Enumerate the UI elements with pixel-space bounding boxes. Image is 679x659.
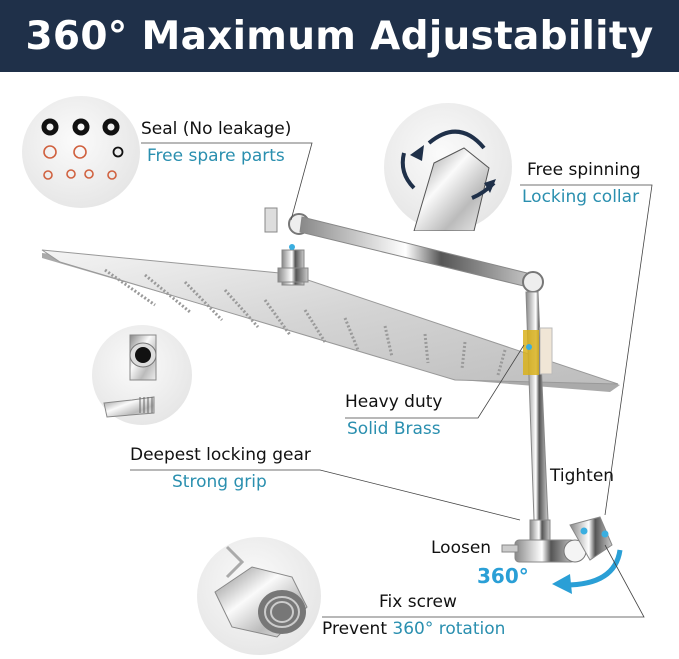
collar-callout-title: Free spinning (527, 160, 641, 180)
brass-callout-title: Heavy duty (345, 392, 443, 412)
locking-gear-image (92, 325, 192, 425)
title-banner: 360° Maximum Adjustability (0, 0, 679, 72)
locking-gear-icon (103, 334, 157, 418)
screw-callout-highlight: 360° rotation (392, 619, 506, 639)
screw-callout-subtitle: Prevent 360° rotation (322, 621, 505, 638)
threaded-nut-image (197, 537, 321, 655)
o-ring-seals-icon (41, 118, 124, 180)
gear-callout-title: Deepest locking gear (130, 445, 311, 465)
locking-collar-image (384, 103, 512, 232)
tighten-label: Tighten (550, 466, 615, 486)
seal-callout-title: Seal (No leakage) (141, 119, 292, 139)
loosen-label: Loosen (431, 538, 492, 558)
rotating-collar-icon (400, 129, 496, 232)
rotate-arrow-icon (564, 549, 623, 588)
page-title: 360° Maximum Adjustability (25, 13, 654, 59)
gear-callout-subtitle: Strong grip (172, 472, 267, 492)
rotation-label: 360° (477, 564, 529, 588)
collar-callout-subtitle: Locking collar (522, 187, 640, 207)
brass-callout-subtitle: Solid Brass (347, 419, 441, 439)
seal-kit-image (22, 96, 140, 208)
square-rain-showerhead-icon (41, 249, 620, 392)
threaded-nut-icon (214, 545, 308, 638)
screw-callout-prefix: Prevent (322, 619, 393, 639)
screw-callout-title: Fix screw (379, 592, 457, 612)
seal-callout-subtitle: Free spare parts (147, 146, 285, 166)
